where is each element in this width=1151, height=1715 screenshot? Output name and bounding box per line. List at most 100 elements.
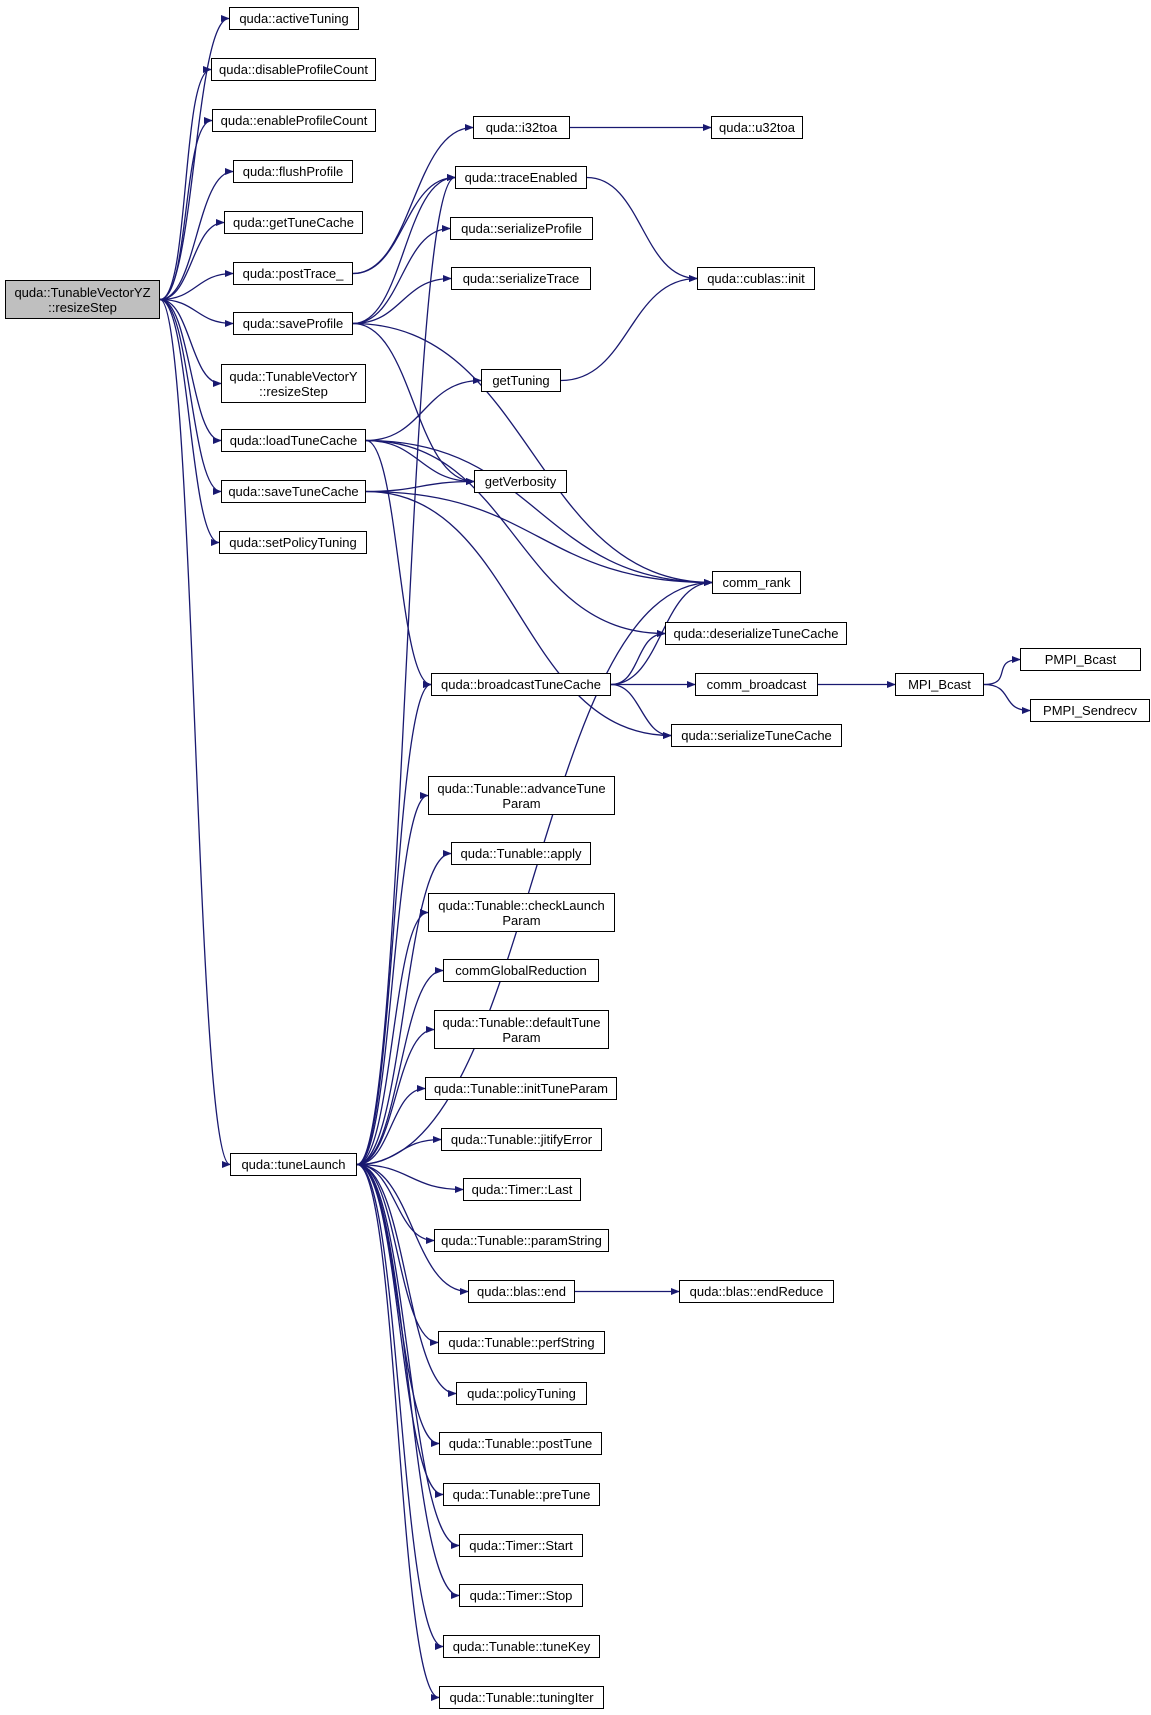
- node-disableProfileCount[interactable]: quda::disableProfileCount: [211, 58, 376, 81]
- node-getTuning[interactable]: getTuning: [481, 369, 561, 392]
- node-timerStop[interactable]: quda::Timer::Stop: [459, 1584, 583, 1607]
- node-getVerbosity[interactable]: getVerbosity: [474, 470, 567, 493]
- node-apply[interactable]: quda::Tunable::apply: [451, 842, 591, 865]
- node-paramString[interactable]: quda::Tunable::paramString: [434, 1229, 609, 1252]
- edge-tuneLaunch-to-apply: [356, 849, 452, 1166]
- edge-tuneLaunch-to-checkLaunchParam: [356, 908, 429, 1166]
- node-jitifyError[interactable]: quda::Tunable::jitifyError: [441, 1128, 602, 1151]
- edge-tuneLaunch-to-tuneKey: [356, 1163, 444, 1651]
- edge-broadcastTuneCache-to-serializeTuneCache: [610, 683, 672, 740]
- node-preTune[interactable]: quda::Tunable::preTune: [443, 1483, 600, 1506]
- edge-saveTuneCache-to-serializeTuneCache: [365, 490, 672, 740]
- edge-tuneLaunch-to-preTune: [356, 1163, 444, 1499]
- edge-saveProfile-to-serializeProfile: [352, 224, 451, 325]
- edge-saveProfile-to-traceEnabled: [352, 173, 456, 325]
- node-pmpiBcast[interactable]: PMPI_Bcast: [1020, 648, 1141, 671]
- edge-root-to-postTrace: [159, 269, 234, 301]
- edge-root-to-tuneLaunch: [159, 298, 231, 1168]
- edge-mpiBcast-to-pmpiSendrecv: [983, 683, 1031, 715]
- edge-tuneLaunch-to-jitifyError: [356, 1135, 442, 1166]
- node-blasEnd[interactable]: quda::blas::end: [468, 1280, 575, 1303]
- edge-root-to-disableProfileCount: [159, 65, 212, 301]
- edge-tuneLaunch-to-commRank: [356, 578, 713, 1166]
- edge-tuneLaunch-to-perfString: [356, 1163, 439, 1347]
- node-timerStart[interactable]: quda::Timer::Start: [459, 1534, 583, 1557]
- edge-saveProfile-to-serializeTrace: [352, 274, 452, 325]
- edge-tuneLaunch-to-broadcastTuneCache: [356, 681, 432, 1166]
- edge-tuneLaunch-to-advanceTuneParam: [356, 791, 429, 1166]
- node-i32toa[interactable]: quda::i32toa: [473, 116, 570, 139]
- node-root: quda::TunableVectorYZ ::resizeStep: [5, 280, 160, 319]
- node-initTuneParam[interactable]: quda::Tunable::initTuneParam: [425, 1077, 617, 1100]
- edge-loadTuneCache-to-deserializeTuneCache: [365, 439, 666, 638]
- node-getTuneCache[interactable]: quda::getTuneCache: [224, 211, 363, 234]
- node-tuneLaunch[interactable]: quda::tuneLaunch: [230, 1153, 357, 1176]
- node-loadTuneCache[interactable]: quda::loadTuneCache: [221, 429, 366, 452]
- node-pmpiSendrecv[interactable]: PMPI_Sendrecv: [1030, 699, 1150, 722]
- node-commGlobalReduction[interactable]: commGlobalReduction: [443, 959, 599, 982]
- edge-tuneLaunch-to-traceEnabled: [356, 174, 456, 1166]
- node-enableProfileCount[interactable]: quda::enableProfileCount: [212, 109, 376, 132]
- node-commBroadcast[interactable]: comm_broadcast: [695, 673, 818, 696]
- node-saveProfile[interactable]: quda::saveProfile: [233, 312, 353, 335]
- edge-root-to-tvyResize: [159, 298, 222, 388]
- node-activeTuning[interactable]: quda::activeTuning: [229, 7, 359, 30]
- edge-postTrace-to-traceEnabled: [352, 173, 456, 275]
- edge-mpiBcast-to-pmpiBcast: [983, 655, 1021, 686]
- edge-loadTuneCache-to-commRank: [365, 439, 713, 587]
- node-setPolicyTuning[interactable]: quda::setPolicyTuning: [219, 531, 367, 554]
- node-tvyResize[interactable]: quda::TunableVectorY ::resizeStep: [221, 364, 366, 403]
- node-commRank[interactable]: comm_rank: [712, 571, 801, 594]
- edge-root-to-getTuneCache: [159, 218, 225, 301]
- node-serializeTrace[interactable]: quda::serializeTrace: [451, 267, 591, 290]
- node-tuningIter[interactable]: quda::Tunable::tuningIter: [439, 1686, 604, 1709]
- edge-tuneLaunch-to-timerStart: [356, 1163, 460, 1550]
- node-u32toa[interactable]: quda::u32toa: [711, 116, 803, 139]
- edge-getTuning-to-cublasInit: [560, 274, 698, 382]
- edge-root-to-setPolicyTuning: [159, 298, 220, 547]
- edge-loadTuneCache-to-getVerbosity: [365, 439, 475, 486]
- edge-loadTuneCache-to-getTuning: [365, 376, 482, 442]
- node-policyTuning[interactable]: quda::policyTuning: [456, 1382, 587, 1405]
- edge-tuneLaunch-to-timerLast: [356, 1163, 464, 1194]
- node-broadcastTuneCache[interactable]: quda::broadcastTuneCache: [431, 673, 611, 696]
- edge-tuneLaunch-to-commGlobalReduction: [356, 966, 444, 1166]
- node-flushProfile[interactable]: quda::flushProfile: [233, 160, 353, 183]
- node-postTrace[interactable]: quda::postTrace_: [233, 262, 353, 285]
- edge-saveTuneCache-to-commRank: [365, 490, 713, 587]
- edge-root-to-loadTuneCache: [159, 298, 222, 445]
- node-mpiBcast[interactable]: MPI_Bcast: [895, 673, 984, 696]
- node-endReduce[interactable]: quda::blas::endReduce: [679, 1280, 834, 1303]
- edge-tuneLaunch-to-tuningIter: [356, 1163, 440, 1701]
- edge-root-to-enableProfileCount: [159, 116, 213, 301]
- node-checkLaunchParam[interactable]: quda::Tunable::checkLaunch Param: [428, 893, 615, 932]
- node-cublasInit[interactable]: quda::cublas::init: [697, 267, 815, 290]
- node-postTune[interactable]: quda::Tunable::postTune: [439, 1432, 602, 1455]
- node-serializeTuneCache[interactable]: quda::serializeTuneCache: [671, 724, 842, 747]
- node-perfString[interactable]: quda::Tunable::perfString: [438, 1331, 605, 1354]
- edge-tuneLaunch-to-policyTuning: [356, 1163, 457, 1398]
- edge-root-to-flushProfile: [159, 167, 234, 301]
- edge-tuneLaunch-to-blasEnd: [356, 1163, 469, 1296]
- edge-traceEnabled-to-cublasInit: [586, 176, 698, 283]
- node-advanceTuneParam[interactable]: quda::Tunable::advanceTune Param: [428, 776, 615, 815]
- edge-tuneLaunch-to-initTuneParam: [356, 1084, 426, 1166]
- edge-saveProfile-to-commRank: [352, 322, 713, 587]
- edge-tuneLaunch-to-defaultTuneParam: [356, 1025, 435, 1166]
- node-traceEnabled[interactable]: quda::traceEnabled: [455, 166, 587, 189]
- node-defaultTuneParam[interactable]: quda::Tunable::defaultTune Param: [434, 1010, 609, 1049]
- edge-root-to-saveTuneCache: [159, 298, 222, 496]
- edge-loadTuneCache-to-broadcastTuneCache: [365, 439, 432, 689]
- edge-broadcastTuneCache-to-deserializeTuneCache: [610, 629, 666, 686]
- edge-saveProfile-to-getVerbosity: [352, 322, 475, 486]
- node-tuneKey[interactable]: quda::Tunable::tuneKey: [443, 1635, 600, 1658]
- node-serializeProfile[interactable]: quda::serializeProfile: [450, 217, 593, 240]
- edge-tuneLaunch-to-paramString: [356, 1163, 435, 1245]
- edge-root-to-saveProfile: [159, 298, 234, 328]
- node-saveTuneCache[interactable]: quda::saveTuneCache: [221, 480, 366, 503]
- node-deserializeTuneCache[interactable]: quda::deserializeTuneCache: [665, 622, 847, 645]
- edge-tuneLaunch-to-timerStop: [356, 1163, 460, 1600]
- node-timerLast[interactable]: quda::Timer::Last: [463, 1178, 581, 1201]
